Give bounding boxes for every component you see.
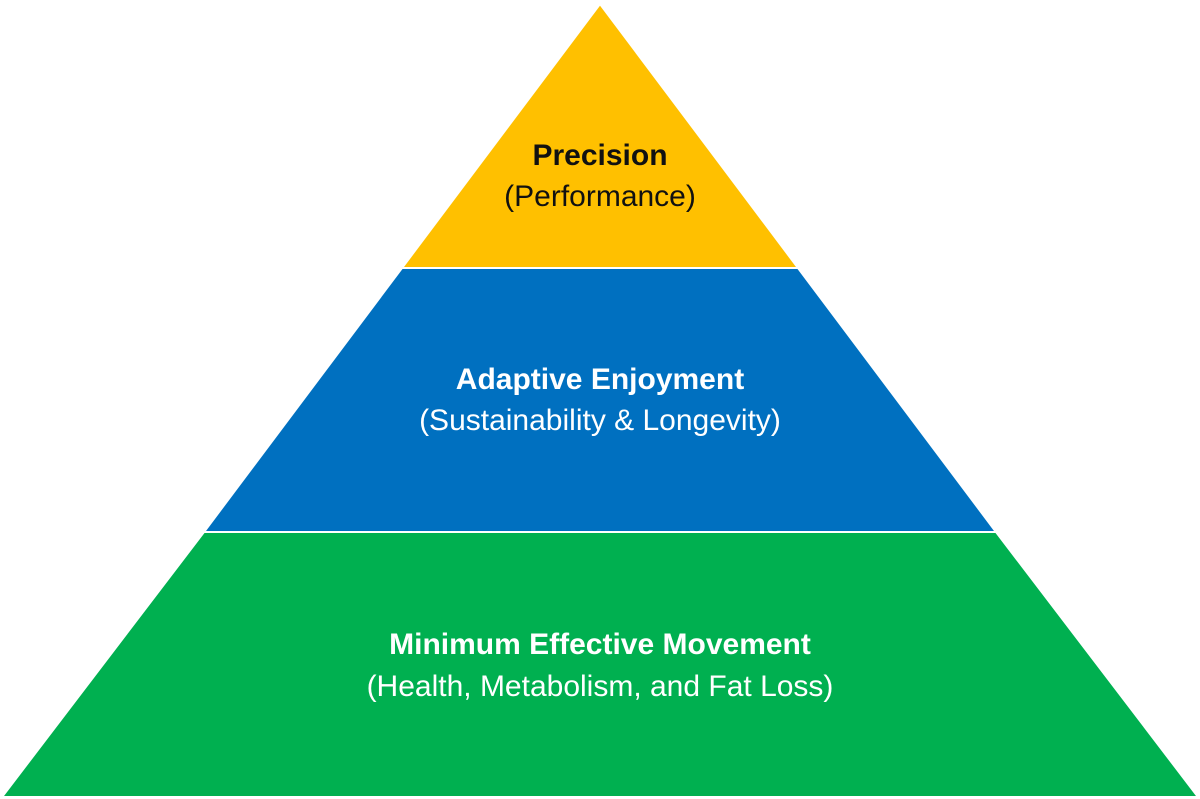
tier-middle-subtitle: (Sustainability & Longevity) bbox=[419, 404, 781, 437]
tier-middle-title: Adaptive Enjoyment bbox=[456, 363, 744, 396]
tier-middle-shape bbox=[202, 267, 998, 533]
tier-top-shape bbox=[400, 2, 800, 269]
tier-top-title: Precision bbox=[532, 139, 667, 172]
tier-bottom-subtitle: (Health, Metabolism, and Fat Loss) bbox=[367, 670, 834, 703]
tier-top-subtitle: (Performance) bbox=[504, 180, 696, 213]
tier-bottom-title: Minimum Effective Movement bbox=[389, 628, 811, 661]
tier-bottom-shape bbox=[0, 531, 1200, 798]
